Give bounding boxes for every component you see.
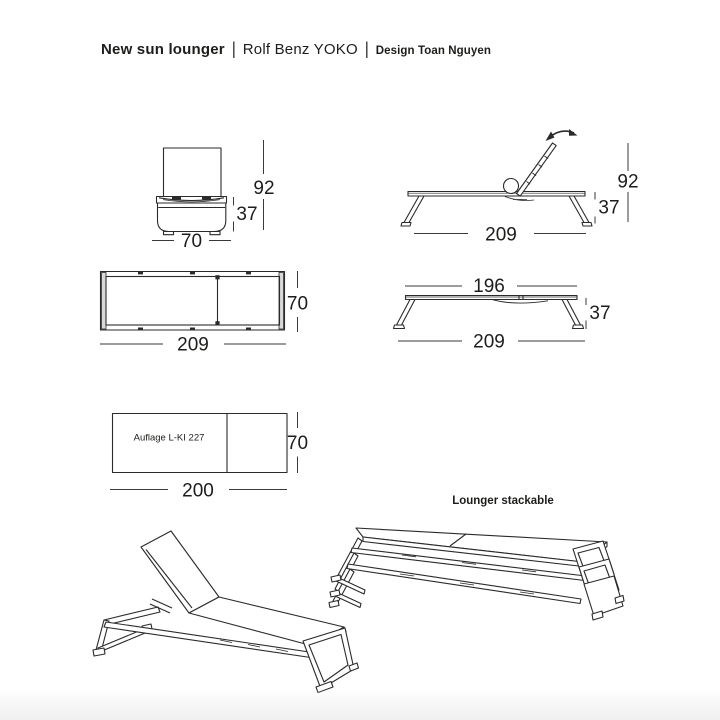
recline-arrow-icon xyxy=(545,129,578,141)
topview-dim-width: 70 xyxy=(287,271,308,332)
side-view-raised: 209 92 37 xyxy=(400,129,639,246)
page-bottom-shade xyxy=(0,688,720,720)
flat-dim-base-height-value: 37 xyxy=(589,303,610,324)
title-separator: | xyxy=(364,39,369,60)
front-dim-base-height-value: 37 xyxy=(236,204,257,225)
raised-dim-base-height: 37 xyxy=(594,192,620,224)
flat-dim-surface-length: 196 xyxy=(405,276,577,297)
flat-dim-length: 209 xyxy=(398,332,585,353)
perspective-backrest xyxy=(140,530,220,614)
topview-end-bar-left xyxy=(101,272,107,330)
flat-bed xyxy=(404,294,578,301)
front-dim-width-value: 70 xyxy=(181,231,202,252)
title-brand-model: Rolf Benz YOKO xyxy=(242,41,358,58)
front-frame-bar xyxy=(155,195,228,204)
cushion-dim-width-value: 70 xyxy=(287,433,308,454)
front-dim-total-height: 92 xyxy=(253,140,275,230)
page-title: New sun lounger | Rolf Benz YOKO | Desig… xyxy=(101,39,492,60)
raised-leg-right xyxy=(568,195,590,224)
stack-view: Lounger stackable xyxy=(328,495,625,621)
flat-leg-left xyxy=(395,298,416,326)
front-dim-total-height-value: 92 xyxy=(253,178,274,199)
raised-backrest xyxy=(515,142,557,197)
top-view: 209 70 xyxy=(99,270,308,356)
stack-top-lounger xyxy=(355,527,608,568)
perspective-legs-left xyxy=(92,598,173,657)
raised-dim-total-height: 92 xyxy=(617,143,639,222)
flat-leg-right xyxy=(561,298,582,326)
raised-dim-length-value: 209 xyxy=(485,225,517,246)
stack-legs-left xyxy=(328,537,366,609)
cushion-dim-length: 200 xyxy=(110,481,287,502)
stack-legs-right xyxy=(572,540,625,621)
side-view-flat: 196 37 209 xyxy=(392,276,611,353)
topview-dim-length-value: 209 xyxy=(177,335,209,356)
perspective-legs-right xyxy=(302,627,360,694)
cushion-label: Auflage L-KI 227 xyxy=(134,433,205,444)
perspective-view xyxy=(92,530,360,694)
front-dim-width: 70 xyxy=(152,231,231,252)
front-foot-right xyxy=(209,230,221,236)
raised-bed xyxy=(407,190,586,197)
title-separator: | xyxy=(231,39,236,60)
raised-bolster xyxy=(502,177,520,195)
front-backrest xyxy=(162,147,222,198)
raised-dim-total-height-value: 92 xyxy=(617,172,638,193)
cushion-dim-length-value: 200 xyxy=(182,481,214,502)
topview-ticks xyxy=(138,272,251,330)
raised-dim-base-height-value: 37 xyxy=(598,198,619,219)
topview-dim-length: 209 xyxy=(100,335,286,356)
front-dim-base-height: 37 xyxy=(233,197,258,232)
topview-dim-width-value: 70 xyxy=(287,294,308,315)
cushion-view: Auflage L-KI 227 70 200 xyxy=(110,412,308,502)
title-product-name: New sun lounger xyxy=(101,41,225,58)
topview-divider xyxy=(215,275,220,326)
cushion-outline xyxy=(111,412,288,474)
raised-leg-left xyxy=(403,195,425,224)
cushion-dim-width: 70 xyxy=(287,412,308,473)
topview-inner-frame xyxy=(105,275,281,326)
topview-outer-frame xyxy=(99,270,286,331)
flat-dim-base-height: 37 xyxy=(585,298,611,329)
front-foot-left xyxy=(162,230,175,236)
stack-caption: Lounger stackable xyxy=(452,495,554,507)
title-designer: Design Toan Nguyen xyxy=(375,45,492,57)
raised-dim-length: 209 xyxy=(414,225,586,246)
flat-dim-length-value: 209 xyxy=(473,332,505,353)
front-view: 92 37 70 xyxy=(152,140,275,252)
flat-dim-surface-length-value: 196 xyxy=(473,276,505,297)
